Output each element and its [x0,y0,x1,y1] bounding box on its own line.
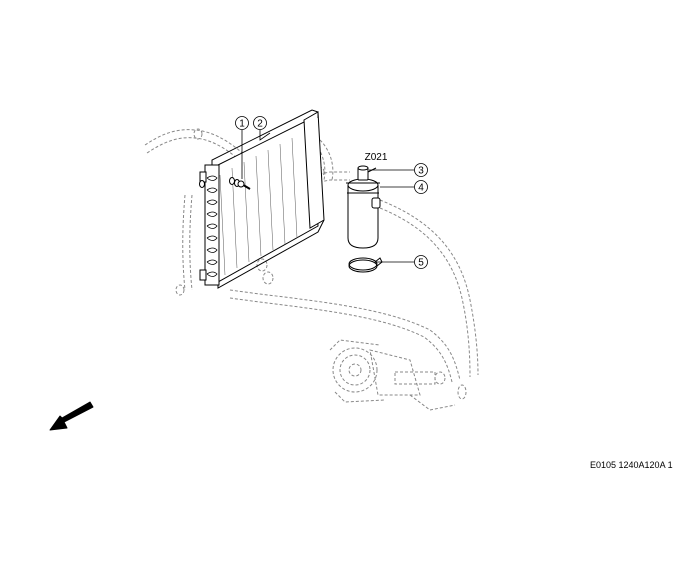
document-code: E0105 1240A120A 1 [590,460,673,470]
hose-clamp [348,257,383,273]
ghost-compressor [329,339,456,411]
front-direction-arrow-icon [49,401,94,431]
callout-1: 1 [235,116,249,130]
callout-4: 4 [414,180,428,194]
callout-5: 5 [414,255,428,269]
callouts: 1 2 3 4 5 [235,116,428,269]
callout-5-label: 5 [418,258,424,269]
callout-3-label: 3 [418,166,424,177]
condenser [199,109,325,289]
leader-lines [241,130,414,263]
component-label: Z021 [365,152,388,163]
callout-4-label: 4 [418,183,424,194]
bolt-and-washers [199,177,251,190]
receiver-drier [346,165,381,249]
callout-2: 2 [253,116,267,130]
callout-1-label: 1 [239,119,245,130]
callout-3: 3 [414,163,428,177]
callout-2-label: 2 [257,119,263,130]
